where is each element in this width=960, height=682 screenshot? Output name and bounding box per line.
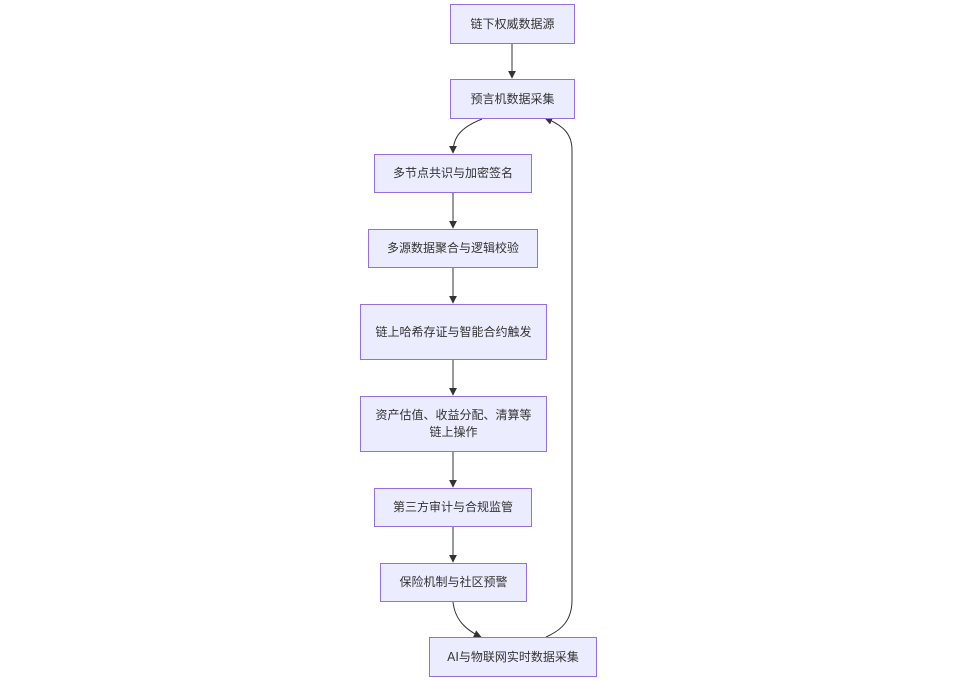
node-ai-iot-collection: AI与物联网实时数据采集 — [429, 637, 597, 677]
node-oracle-data-collection: 预言机数据采集 — [450, 79, 575, 119]
edge-n8-n9 — [452, 601, 482, 638]
node-audit-compliance: 第三方审计与合规监管 — [374, 488, 532, 527]
node-label: 资产估值、收益分配、清算等链上操作 — [375, 408, 532, 439]
node-multinode-consensus: 多节点共识与加密签名 — [374, 154, 532, 193]
edge-n2-n3 — [449, 118, 483, 154]
node-label: AI与物联网实时数据采集 — [447, 649, 579, 664]
node-label: 多源数据聚合与逻辑校验 — [386, 241, 519, 255]
node-insurance-alert: 保险机制与社区预警 — [380, 563, 527, 602]
node-label: 多节点共识与加密签名 — [392, 166, 513, 180]
edge-n9-n2 — [544, 117, 573, 638]
node-label: 预言机数据采集 — [470, 91, 555, 106]
node-onchain-hash-trigger: 链上哈希存证与智能合约触发 — [360, 304, 547, 360]
node-label: 链下权威数据源 — [470, 16, 555, 31]
node-label: 保险机制与社区预警 — [399, 575, 508, 589]
node-data-aggregation: 多源数据聚合与逻辑校验 — [368, 229, 538, 268]
node-label: 第三方审计与合规监管 — [392, 500, 513, 514]
node-onchain-operations: 资产估值、收益分配、清算等链上操作 — [360, 396, 547, 452]
node-label: 链上哈希存证与智能合约触发 — [375, 324, 532, 339]
node-offchain-data-source: 链下权威数据源 — [450, 4, 575, 44]
